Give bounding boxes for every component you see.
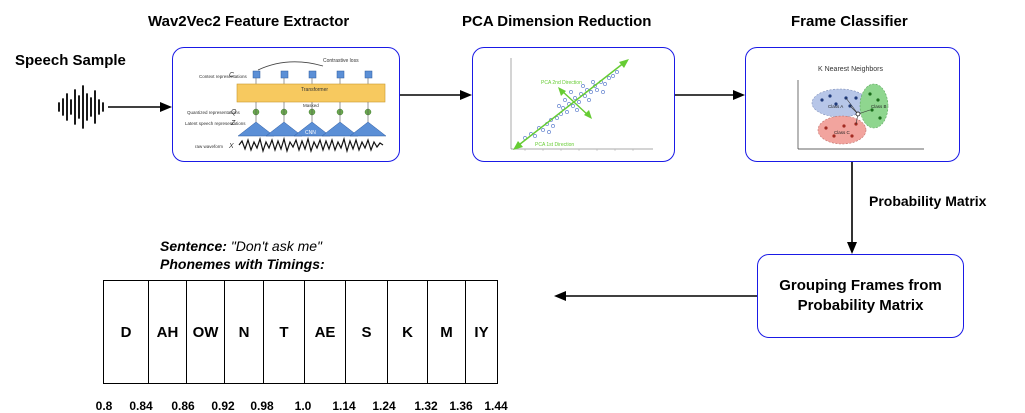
- classifier-box: K Nearest Neighbors Class A Class B Clas…: [745, 47, 960, 162]
- grouping-box: Grouping Frames from Probability Matrix: [757, 254, 964, 338]
- masked-label: Masked: [303, 103, 319, 108]
- timing-label: 0.98: [250, 399, 274, 413]
- wav2vec-box: Context representations C Quantized repr…: [172, 47, 400, 162]
- pca-title: PCA Dimension Reduction: [462, 13, 652, 30]
- phoneme-cell: M: [428, 281, 466, 383]
- quantized-symbol: Q: [231, 109, 237, 116]
- phoneme-cell: S: [346, 281, 388, 383]
- phoneme-cell: OW: [187, 281, 225, 383]
- timing-label: 0.86: [171, 399, 195, 413]
- timing-label: 1.24: [372, 399, 396, 413]
- arrow-grouping-to-phonemes: [554, 291, 757, 301]
- timing-label: 1.14: [332, 399, 356, 413]
- class-a-label: Class A: [828, 104, 843, 109]
- speech-sample-label: Speech Sample: [15, 52, 126, 69]
- quantized-label: Quantized representations: [187, 110, 241, 115]
- transformer-label: Transformer: [301, 87, 328, 93]
- raw-symbol: X: [228, 143, 234, 150]
- waveform-icon: [58, 85, 172, 129]
- latent-symbol: Z: [230, 120, 236, 127]
- context-symbol: C: [229, 72, 235, 79]
- grouping-line-2: Probability Matrix: [797, 297, 924, 314]
- grouping-line-1: Grouping Frames from: [779, 277, 942, 294]
- phoneme-cell: AE: [305, 281, 346, 383]
- phoneme-cell: T: [264, 281, 305, 383]
- timing-label: 0.92: [211, 399, 235, 413]
- pca-scatter-figure: PCA 2nd Direction PCA 1st Direction: [510, 58, 653, 151]
- knn-title: K Nearest Neighbors: [818, 66, 883, 73]
- pca-box: PCA 2nd Direction PCA 1st Direction: [472, 47, 675, 162]
- pca-first-direction-label: PCA 1st Direction: [535, 142, 574, 148]
- phoneme-cell: D: [104, 281, 149, 383]
- sentence-label: Sentence:: [160, 238, 227, 254]
- timing-label: 1.36: [449, 399, 473, 413]
- sentence-line: Sentence: "Don't ask me": [160, 238, 322, 254]
- phoneme-cell: K: [388, 281, 428, 383]
- sentence-text: "Don't ask me": [230, 238, 323, 254]
- knn-figure: K Nearest Neighbors Class A Class B Clas…: [797, 66, 924, 150]
- arrow-pca-to-classifier: [675, 90, 745, 100]
- raw-label: raw waveform: [195, 144, 223, 149]
- arrow-classifier-to-grouping: [847, 162, 857, 254]
- timing-label: 0.84: [129, 399, 153, 413]
- class-b-label: Class B: [871, 104, 887, 109]
- latent-label: Latent speech representations: [185, 121, 246, 126]
- pca-second-direction-label: PCA 2nd Direction: [541, 80, 582, 86]
- phoneme-cell: IY: [474, 323, 489, 341]
- arrow-extractor-to-pca: [400, 90, 472, 100]
- phonemes-label: Phonemes with Timings:: [160, 256, 325, 272]
- class-c-label: Class C: [834, 130, 851, 135]
- timing-label: 1.0: [294, 399, 312, 413]
- wav2vec-architecture-figure: Context representations C Quantized repr…: [185, 58, 387, 154]
- timing-label: 1.44: [484, 399, 508, 413]
- contrastive-loss-label: Contrastive loss: [323, 58, 359, 64]
- cnn-label: CNN: [305, 130, 316, 136]
- extractor-title: Wav2Vec2 Feature Extractor: [148, 13, 350, 30]
- phoneme-table: D AH OW N T AE S K M IY: [103, 280, 498, 384]
- classifier-title: Frame Classifier: [791, 13, 908, 30]
- probability-matrix-label: Probability Matrix: [869, 193, 987, 209]
- timing-label: 0.8: [95, 399, 113, 413]
- timing-label: 1.32: [414, 399, 438, 413]
- context-label: Context representations: [199, 74, 248, 79]
- phoneme-cell: N: [225, 281, 264, 383]
- phoneme-cell: AH: [149, 281, 187, 383]
